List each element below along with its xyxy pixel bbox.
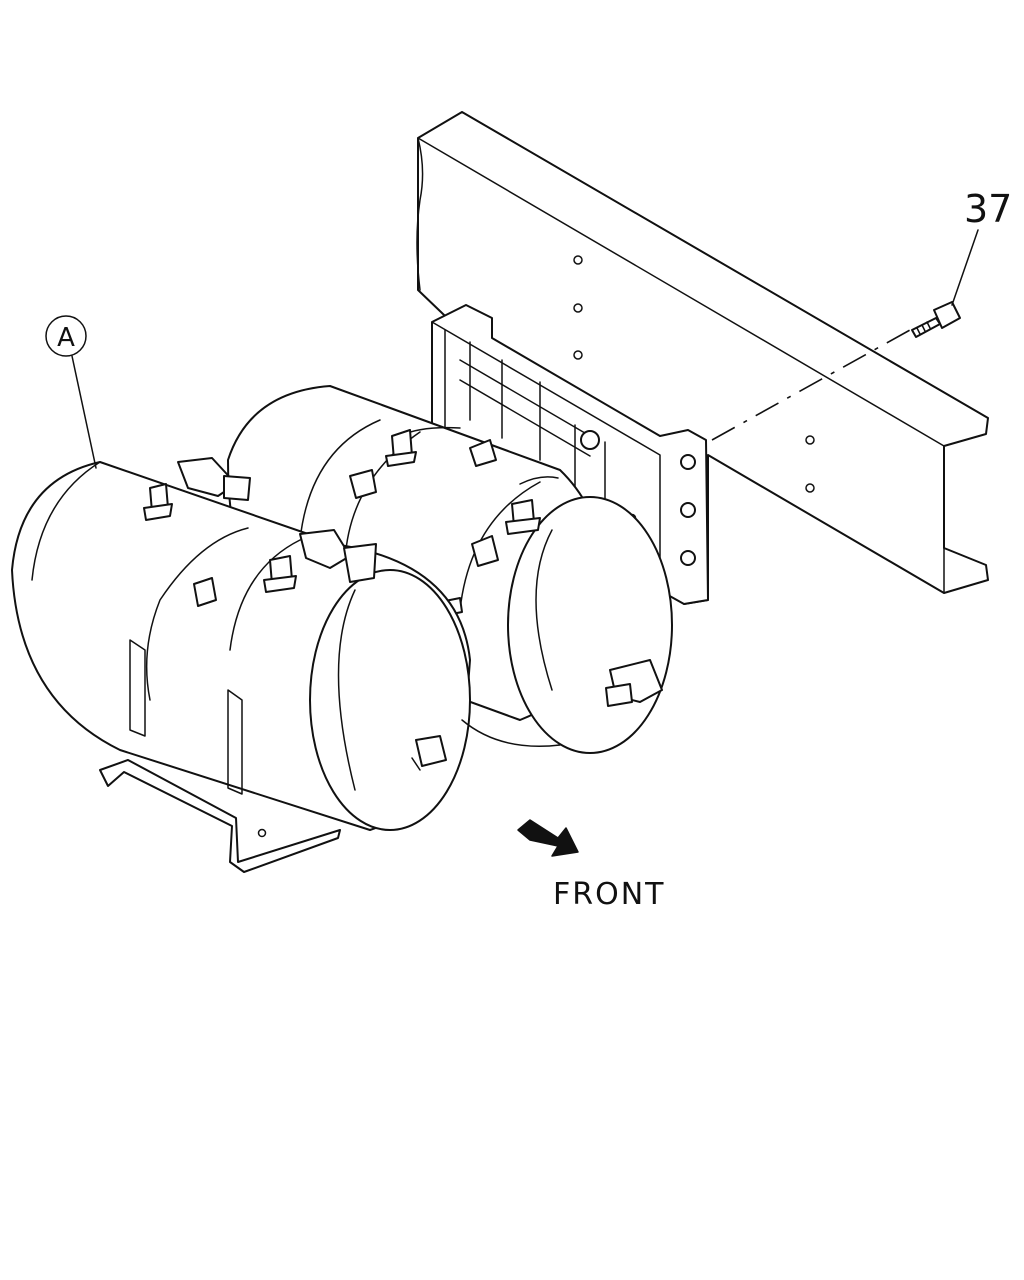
part-number-37: 37: [964, 187, 1012, 231]
front-label: FRONT: [553, 877, 665, 912]
view-ref-circle: [45, 315, 87, 357]
leader-37: [951, 229, 979, 306]
view-ref-label: A: [57, 323, 75, 353]
tank-support-bracket: [99, 759, 341, 873]
leader-a: [71, 355, 97, 469]
air-tank-front: [11, 457, 561, 831]
bolt-37: [711, 301, 961, 441]
front-arrow-icon: [517, 819, 579, 857]
